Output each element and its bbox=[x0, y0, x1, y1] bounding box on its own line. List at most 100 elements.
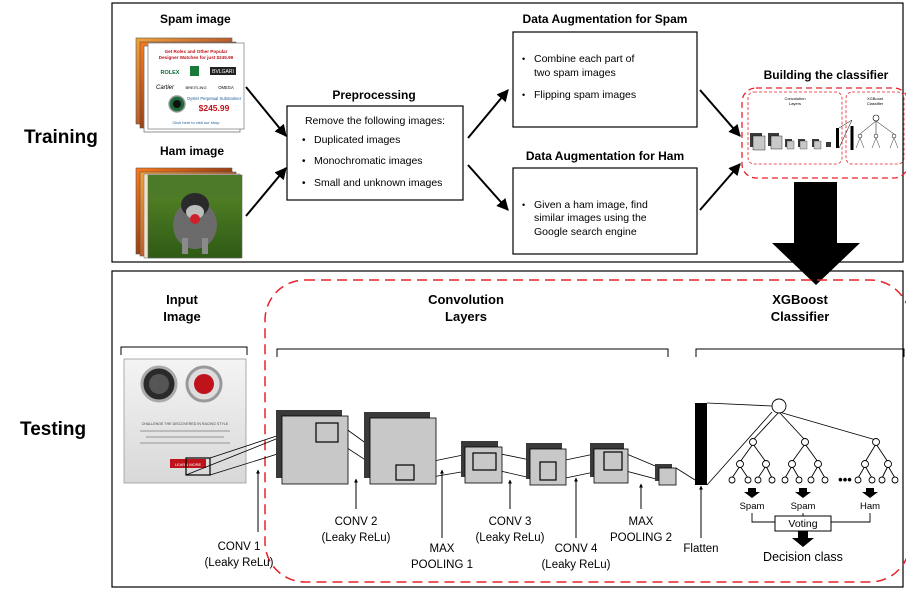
preprocessing-item: Duplicated images bbox=[314, 134, 400, 146]
svg-text:Flipping spam images: Flipping spam images bbox=[534, 89, 636, 101]
preprocessing-box: Remove the following images: • Duplicate… bbox=[286, 105, 464, 201]
input-image-title: Input bbox=[166, 292, 198, 307]
spam-ad-image: Get Rolex and Other Popular Designer Wat… bbox=[147, 42, 245, 130]
ham-dog-photo bbox=[147, 174, 243, 259]
arrow-spam-to-preprocessing bbox=[245, 86, 287, 137]
maxpool1-label: MAX bbox=[430, 543, 455, 555]
big-down-arrow bbox=[772, 182, 860, 285]
svg-text:ROLEX: ROLEX bbox=[161, 70, 180, 76]
svg-text:BREITLING: BREITLING bbox=[185, 85, 206, 90]
input-ad-image: CHALLENGE THE DISCOVERED IN RACING STYLE… bbox=[123, 358, 247, 484]
svg-text:Given a ham image, find: Given a ham image, find bbox=[534, 199, 648, 211]
layer-pointer-arrows bbox=[256, 469, 703, 538]
svg-text:Click here to visit our shop: Click here to visit our shop bbox=[173, 120, 221, 125]
svg-text:Classifier: Classifier bbox=[867, 101, 884, 106]
conv-layers-title: Convolution bbox=[428, 292, 504, 307]
preprocessing-intro: Remove the following images: bbox=[305, 115, 445, 127]
svg-text:OMEGA: OMEGA bbox=[218, 85, 234, 90]
aug-spam-title: Data Augmentation for Spam bbox=[523, 12, 688, 26]
training-panel bbox=[111, 2, 904, 263]
svg-text:Cartier: Cartier bbox=[156, 85, 175, 91]
xgboost-trees bbox=[728, 398, 899, 484]
svg-text:•: • bbox=[302, 135, 306, 146]
xgb-bracket bbox=[695, 348, 905, 357]
tree-output-arrows bbox=[744, 488, 878, 498]
svg-text:•: • bbox=[522, 200, 525, 210]
tree-output-label: Spam bbox=[740, 501, 765, 512]
svg-text:$245.99: $245.99 bbox=[199, 103, 230, 113]
arrow-aug-spam-to-classifier bbox=[699, 89, 741, 137]
arrow-aug-ham-to-classifier bbox=[699, 163, 741, 211]
aug-spam-box: • Combine each part of two spam images •… bbox=[512, 31, 698, 128]
tree-output-label: Ham bbox=[860, 501, 880, 512]
svg-text:•: • bbox=[522, 54, 525, 64]
svg-text:XGBoost: XGBoost bbox=[867, 96, 884, 101]
svg-text:•: • bbox=[522, 90, 525, 100]
tree-output-label: Spam bbox=[791, 501, 816, 512]
input-image-title-2: Image bbox=[163, 309, 201, 324]
svg-text:•: • bbox=[302, 156, 306, 167]
svg-text:LEARN MORE: LEARN MORE bbox=[175, 462, 202, 467]
svg-text:similar images using the: similar images using the bbox=[534, 212, 647, 224]
conv4-label: CONV 4 bbox=[555, 543, 598, 555]
svg-text:BVLGARI: BVLGARI bbox=[212, 69, 234, 75]
preprocessing-title: Preprocessing bbox=[332, 88, 415, 102]
feature-map-pool1 bbox=[461, 441, 503, 484]
svg-text:Google search engine: Google search engine bbox=[534, 226, 637, 238]
training-label: Training bbox=[24, 127, 98, 148]
xgboost-title-2: Classifier bbox=[771, 309, 830, 324]
svg-text:Designer Watches for just $245: Designer Watches for just $245.99 bbox=[159, 55, 234, 60]
feature-map-conv2 bbox=[364, 412, 437, 485]
spam-image-stack: Get Rolex and Other Popular Designer Wat… bbox=[135, 37, 245, 133]
ham-image-stack bbox=[135, 167, 243, 259]
flatten-vector bbox=[695, 403, 707, 485]
svg-text:Combine each part of: Combine each part of bbox=[534, 53, 634, 65]
arrow-to-aug-ham bbox=[467, 164, 509, 211]
svg-text:Oyster Perpetual Submariner: Oyster Perpetual Submariner bbox=[187, 96, 242, 101]
xgboost-title: XGBoost bbox=[772, 292, 828, 307]
conv2-sublabel: (Leaky ReLu) bbox=[321, 532, 390, 544]
conv1-sublabel: (Leaky ReLu) bbox=[204, 557, 273, 569]
conv2-label: CONV 2 bbox=[335, 516, 378, 528]
conv-layers-title-2: Layers bbox=[445, 309, 487, 324]
model-dashed-outline bbox=[264, 279, 906, 583]
feature-map-pool2 bbox=[655, 464, 677, 486]
maxpool2-sublabel: POOLING 2 bbox=[610, 532, 672, 544]
preprocessing-item: Monochromatic images bbox=[314, 155, 423, 167]
voting-label: Voting bbox=[788, 518, 817, 530]
conv1-label: CONV 1 bbox=[218, 541, 261, 553]
classifier-thumbnail: Convolution Layers XGBoost Classifier bbox=[741, 87, 906, 179]
conv3-sublabel: (Leaky ReLu) bbox=[475, 532, 544, 544]
spam-image-label: Spam image bbox=[160, 12, 231, 26]
arrow-ham-to-preprocessing bbox=[245, 167, 287, 217]
voting-down-arrow bbox=[792, 531, 814, 547]
arrow-to-aug-spam bbox=[467, 89, 509, 139]
input-bracket bbox=[120, 346, 248, 355]
feature-map-conv1 bbox=[276, 410, 349, 485]
maxpool2-label: MAX bbox=[629, 516, 654, 528]
trees-ellipsis: ••• bbox=[838, 472, 852, 487]
decision-class-label: Decision class bbox=[763, 550, 843, 564]
conv-bracket bbox=[276, 348, 669, 357]
maxpool1-sublabel: POOLING 1 bbox=[411, 559, 473, 571]
testing-panel bbox=[111, 270, 904, 588]
aug-ham-box: • Given a ham image, find similar images… bbox=[512, 167, 698, 255]
flatten-label: Flatten bbox=[683, 543, 718, 555]
svg-text:•: • bbox=[302, 178, 306, 189]
preprocessing-item: Small and unknown images bbox=[314, 177, 442, 189]
svg-text:CHALLENGE THE DISCOVERED IN RA: CHALLENGE THE DISCOVERED IN RACING STYLE bbox=[142, 422, 229, 426]
feature-map-conv3 bbox=[526, 443, 567, 486]
aug-ham-title: Data Augmentation for Ham bbox=[526, 149, 684, 163]
svg-text:Get Rolex and Other Popular: Get Rolex and Other Popular bbox=[165, 49, 228, 54]
conv3-label: CONV 3 bbox=[489, 516, 532, 528]
classifier-title: Building the classifier bbox=[764, 68, 889, 82]
conv4-sublabel: (Leaky ReLu) bbox=[541, 559, 610, 571]
svg-text:two spam images: two spam images bbox=[534, 67, 616, 79]
voting-connector bbox=[751, 513, 775, 523]
ham-image-label: Ham image bbox=[160, 144, 224, 158]
svg-text:Layers: Layers bbox=[789, 101, 801, 106]
feature-map-conv4 bbox=[590, 443, 629, 484]
testing-label: Testing bbox=[20, 419, 86, 440]
svg-text:Convolution: Convolution bbox=[784, 96, 805, 101]
